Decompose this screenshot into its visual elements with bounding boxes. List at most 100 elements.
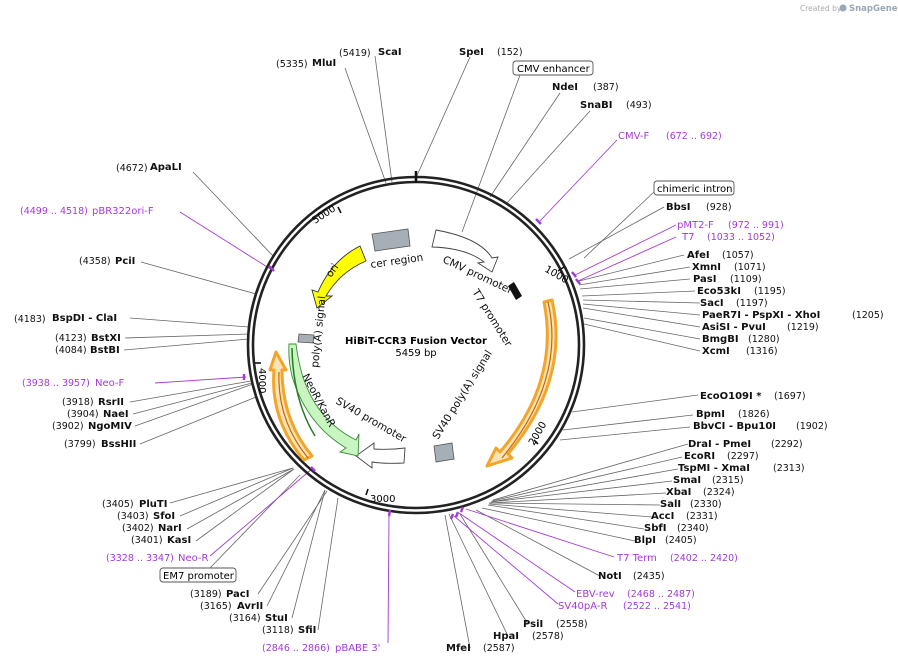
- site-name-xbai: XbaI: [666, 487, 691, 498]
- tick-label-3000: 3000: [370, 494, 395, 505]
- orange-feature-left-inner: [278, 371, 309, 459]
- primer-marks: [242, 218, 581, 520]
- site-name-apali: ApaLI: [150, 162, 182, 173]
- primer-name-cmv-f: CMV-F: [618, 131, 649, 142]
- site-name-snabi: SnaBI: [580, 100, 612, 111]
- site-pos-sbfi: (2340): [677, 523, 709, 534]
- site-name-pcii: PciI: [115, 256, 135, 267]
- primer-name-neo-f: Neo-F: [95, 378, 125, 389]
- cmv-enhancer-box: [512, 60, 594, 76]
- leader-lines: [123, 55, 701, 649]
- primer-pos-cmv-f: (672 .. 692): [666, 131, 722, 142]
- site-name-acci: AccI: [651, 511, 674, 522]
- site-pos-xcmi: (1316): [746, 346, 778, 357]
- site-name-kasi: KasI: [167, 535, 191, 546]
- site-pos-eco0109i: (1697): [774, 391, 806, 402]
- site-pos-pcii: (4358): [79, 256, 111, 267]
- primer-name-t7-term: T7 Term: [616, 553, 657, 564]
- site-name-hpai: HpaI: [493, 631, 519, 642]
- site-name-paci: PacI: [226, 589, 249, 600]
- site-pos-bstbi: (4084): [55, 345, 87, 356]
- site-pos-rsrii: (3918): [62, 397, 94, 408]
- site-pos-pasi: (1109): [730, 274, 762, 285]
- site-pos-apali: (4672): [116, 163, 148, 174]
- t7-promoter-feature: [508, 282, 522, 300]
- site-pos-spei: (152): [497, 47, 523, 58]
- site-name-afei: AfeI: [687, 250, 710, 261]
- site-pos-snabi: (493): [626, 100, 652, 111]
- site-labels-left: (5419) ScaI (5335) MluI (4672) ApaLI (44…: [14, 47, 402, 654]
- site-name-noti: NotI: [598, 571, 622, 582]
- primer-pos-t7: (1033 .. 1052): [707, 232, 775, 243]
- feature-label-polya-signal: poly(A) signal: [309, 295, 328, 368]
- chimeric-intron-box: [653, 180, 735, 196]
- em7-promoter-label: EM7 promoter: [163, 571, 235, 582]
- site-name-sfii: SfiI: [298, 625, 316, 636]
- site-pos-bstxi: (4123): [55, 333, 87, 344]
- em7-promoter-box: [159, 567, 237, 583]
- site-pos-bbvci: (1902): [796, 421, 828, 432]
- snapgene-logo-icon: [839, 4, 847, 12]
- site-pos-paci: (3189): [190, 589, 222, 600]
- orange-feature-right-inner: [501, 301, 553, 459]
- site-name-blpi: BlpI: [634, 535, 656, 546]
- site-name-eco53ki: Eco53kI: [697, 286, 741, 297]
- site-pos-ngomiv: (3902): [52, 421, 84, 432]
- site-name-rsrii: RsrII: [98, 397, 124, 408]
- sv40-promoter-feature: [355, 442, 406, 469]
- cer-region-feature: [371, 228, 411, 252]
- site-name-bsshii: BssHII: [101, 439, 136, 450]
- site-pos-acci: (2331): [686, 511, 718, 522]
- site-pos-asisi-pvui: (1219): [787, 322, 819, 333]
- site-name-avrii: AvrII: [237, 601, 263, 612]
- site-pos-blpi: (2405): [665, 535, 697, 546]
- site-pos-nari: (3402): [122, 523, 154, 534]
- cmv-promoter-feature: [431, 229, 499, 273]
- tick-label-4000: 4000: [256, 368, 267, 393]
- site-name-sbfi: SbfI: [644, 523, 666, 534]
- plasmid-size: 5459 bp: [395, 348, 436, 359]
- site-pos-afei: (1057): [722, 250, 754, 261]
- site-name-bmgbi: BmgBI: [702, 334, 739, 345]
- site-name-saci: SacI: [700, 298, 724, 309]
- site-pos-xbai: (2324): [703, 487, 735, 498]
- site-name-eco0109i: EcoO109I *: [700, 391, 762, 402]
- site-pos-tspmi-xmai: (2313): [773, 463, 805, 474]
- site-name-ecori: EcoRI: [684, 451, 715, 462]
- site-name-psii: PsiI: [523, 619, 543, 630]
- site-name-sfoi: SfoI: [153, 511, 175, 522]
- primer-pos-neo-r: (3328 .. 3347): [106, 553, 174, 564]
- site-name-pluti: PluTI: [139, 499, 167, 510]
- primer-name-pbabe3: pBABE 3': [335, 643, 381, 654]
- site-name-pasi: PasI: [693, 274, 716, 285]
- site-name-stui: StuI: [265, 613, 288, 624]
- site-pos-eco53ki: (1195): [754, 286, 786, 297]
- site-pos-pluti: (3405): [102, 499, 134, 510]
- site-name-asisi-pvui: AsiSI - PvuI: [702, 322, 766, 333]
- site-name-spei: SpeI: [459, 47, 484, 58]
- primer-pos-t7-term: (2402 .. 2420): [670, 553, 738, 564]
- site-name-bbsi: BbsI: [666, 202, 690, 213]
- primer-name-t7: T7: [681, 232, 694, 243]
- site-pos-bmgbi: (1280): [748, 334, 780, 345]
- site-name-bstbi: BstBI: [90, 345, 120, 356]
- site-pos-bsshii: (3799): [64, 439, 96, 450]
- site-pos-scai: (5419): [339, 48, 371, 59]
- primer-name-pmt2-f: pMT2-F: [677, 220, 714, 231]
- site-pos-drai-pmei: (2292): [771, 439, 803, 450]
- orange-feature-left: [268, 350, 314, 462]
- primer-pos-pbr322ori-f: (4499 .. 4518): [20, 206, 88, 217]
- site-name-bstxi: BstXI: [91, 333, 121, 344]
- primer-name-pbr322ori-f: pBR322ori-F: [92, 206, 154, 217]
- site-pos-xmni: (1071): [734, 262, 766, 273]
- cmv-enhancer-label: CMV enhancer: [517, 64, 591, 75]
- site-name-tspmi-xmai: TspMI - XmaI: [678, 463, 750, 474]
- site-pos-paer7i: (1205): [852, 310, 884, 321]
- credit-text: Created by: [800, 4, 842, 13]
- site-name-mlui: MluI: [312, 58, 336, 69]
- site-pos-sfii: (3118): [262, 625, 294, 636]
- site-name-mfei: MfeI: [446, 643, 471, 654]
- site-pos-ecori: (2297): [727, 451, 759, 462]
- bp-ticks: [255, 206, 565, 496]
